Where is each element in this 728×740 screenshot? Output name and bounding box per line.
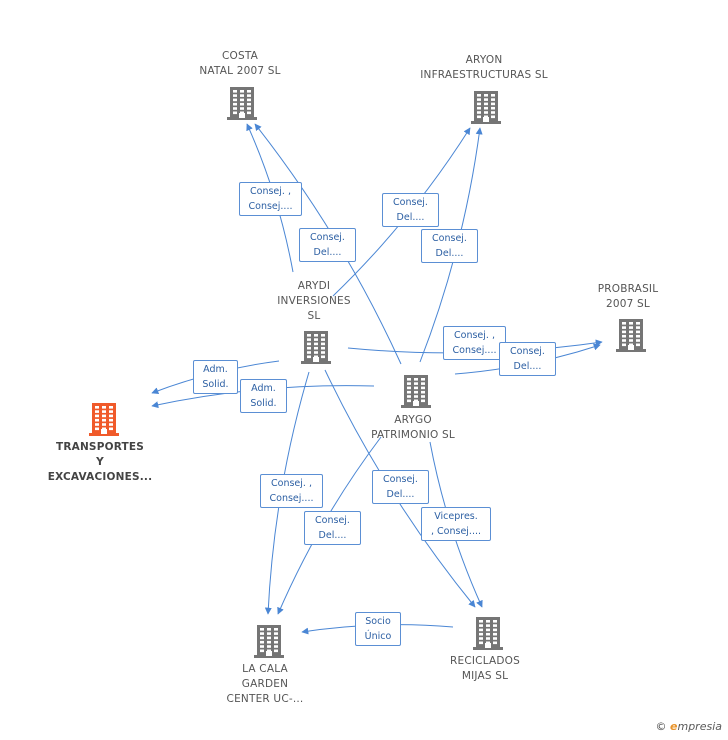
edge-label-arygo-transportes[interactable]: Adm. Solid. (240, 379, 287, 413)
edge-label-arygo-reciclados[interactable]: Vicepres. , Consej.... (421, 507, 491, 541)
copyright-icon: © (655, 720, 667, 733)
edge-label-arygo-aryon[interactable]: Consej. Del.... (421, 229, 478, 263)
building-icon-arydi[interactable] (301, 330, 331, 368)
copyright-notice[interactable]: © empresia (656, 720, 722, 733)
building-icon-aryon[interactable] (471, 90, 501, 128)
building-icon-costa[interactable] (227, 86, 257, 124)
building-icon-lacala[interactable] (254, 624, 284, 662)
building-icon-arygo[interactable] (401, 374, 431, 412)
edge-label-arydi-costa[interactable]: Consej. , Consej.... (239, 182, 302, 216)
edge-label-arygo-costa[interactable]: Consej. Del.... (299, 228, 356, 262)
node-label-arygo[interactable]: ARYGO PATRIMONIO SL (371, 414, 455, 441)
node-label-reciclados[interactable]: RECICLADOS MIJAS SL (450, 655, 520, 682)
node-label-probrasil[interactable]: PROBRASIL 2007 SL (597, 283, 659, 310)
edge-label-arydi-probrasil[interactable]: Consej. , Consej.... (443, 326, 506, 360)
building-icon-probrasil[interactable] (616, 318, 646, 356)
edge-label-reciclados-lacala[interactable]: Socio Único (355, 612, 401, 646)
edge-label-arydi-aryon[interactable]: Consej. Del.... (382, 193, 439, 227)
node-label-arydi[interactable]: ARYDI INVERSIONES SL (277, 280, 351, 322)
empresia-logo-text: mpresia (677, 720, 722, 733)
edge-label-arydi-transportes[interactable]: Adm. Solid. (193, 360, 238, 394)
edge-label-arydi-reciclados[interactable]: Consej. Del.... (372, 470, 429, 504)
building-icon-reciclados[interactable] (473, 616, 503, 654)
node-label-lacala[interactable]: LA CALA GARDEN CENTER UC-... (226, 663, 304, 705)
edge-label-arydi-lacala[interactable]: Consej. , Consej.... (260, 474, 323, 508)
building-icon-transportes[interactable] (89, 402, 119, 440)
edge-label-arygo-lacala[interactable]: Consej. Del.... (304, 511, 361, 545)
node-label-aryon[interactable]: ARYON INFRAESTRUCTURAS SL (420, 54, 548, 81)
node-label-costa[interactable]: COSTA NATAL 2007 SL (199, 50, 281, 77)
empresia-logo-initial: e (670, 720, 678, 733)
node-label-transportes[interactable]: TRANSPORTES Y EXCAVACIONES... (47, 441, 153, 483)
edge-label-arygo-probrasil[interactable]: Consej. Del.... (499, 342, 556, 376)
